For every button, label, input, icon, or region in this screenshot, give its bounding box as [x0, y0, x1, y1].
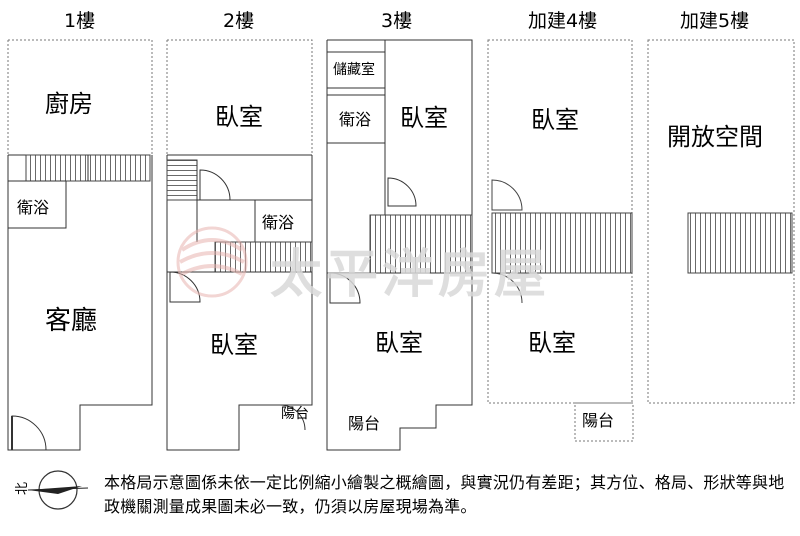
room-bedroom-2f-front: 臥室 — [215, 103, 263, 131]
floor-4-plan — [487, 39, 634, 442]
room-bedroom-3f-rear: 臥室 — [375, 329, 423, 357]
room-bedroom-4f-front: 臥室 — [531, 106, 579, 134]
room-open-space-5f: 開放空間 — [667, 123, 763, 151]
disclaimer-note: 本格局示意圖係未依一定比例縮小繪製之概繪圖，與實況仍有差距；其方位、格局、形狀等… — [104, 473, 785, 516]
floor-5-title: 加建5樓 — [680, 10, 750, 32]
floor-5-plan — [647, 39, 795, 404]
room-bathroom-2f: 衛浴 — [262, 213, 295, 232]
room-bedroom-2f-rear: 臥室 — [210, 331, 258, 359]
watermark-text: 太平洋房屋 — [270, 244, 551, 305]
floor-1-plan — [7, 39, 153, 451]
room-bathroom-1f: 衛浴 — [17, 198, 50, 217]
room-bedroom-3f-front: 臥室 — [400, 104, 448, 132]
compass-icon — [27, 470, 89, 510]
room-bedroom-4f-rear: 臥室 — [528, 329, 576, 357]
watermark-logo — [176, 226, 248, 298]
floor-4-title: 加建4樓 — [528, 10, 598, 32]
room-storage-3f: 儲藏室 — [333, 62, 375, 78]
room-living-room: 客廳 — [45, 306, 98, 336]
floor-3-title: 3樓 — [381, 10, 413, 32]
floor-1-title: 1樓 — [64, 10, 96, 32]
floor-3-plan — [326, 39, 473, 451]
floor-2-title: 2樓 — [223, 10, 255, 32]
room-balcony-4f: 陽台 — [582, 411, 615, 430]
room-balcony-2f: 陽台 — [281, 406, 309, 422]
room-bathroom-3f: 衛浴 — [339, 110, 372, 129]
compass-north-label: 北 — [15, 481, 31, 496]
room-balcony-3f: 陽台 — [348, 414, 381, 433]
room-kitchen: 廚房 — [45, 90, 93, 118]
